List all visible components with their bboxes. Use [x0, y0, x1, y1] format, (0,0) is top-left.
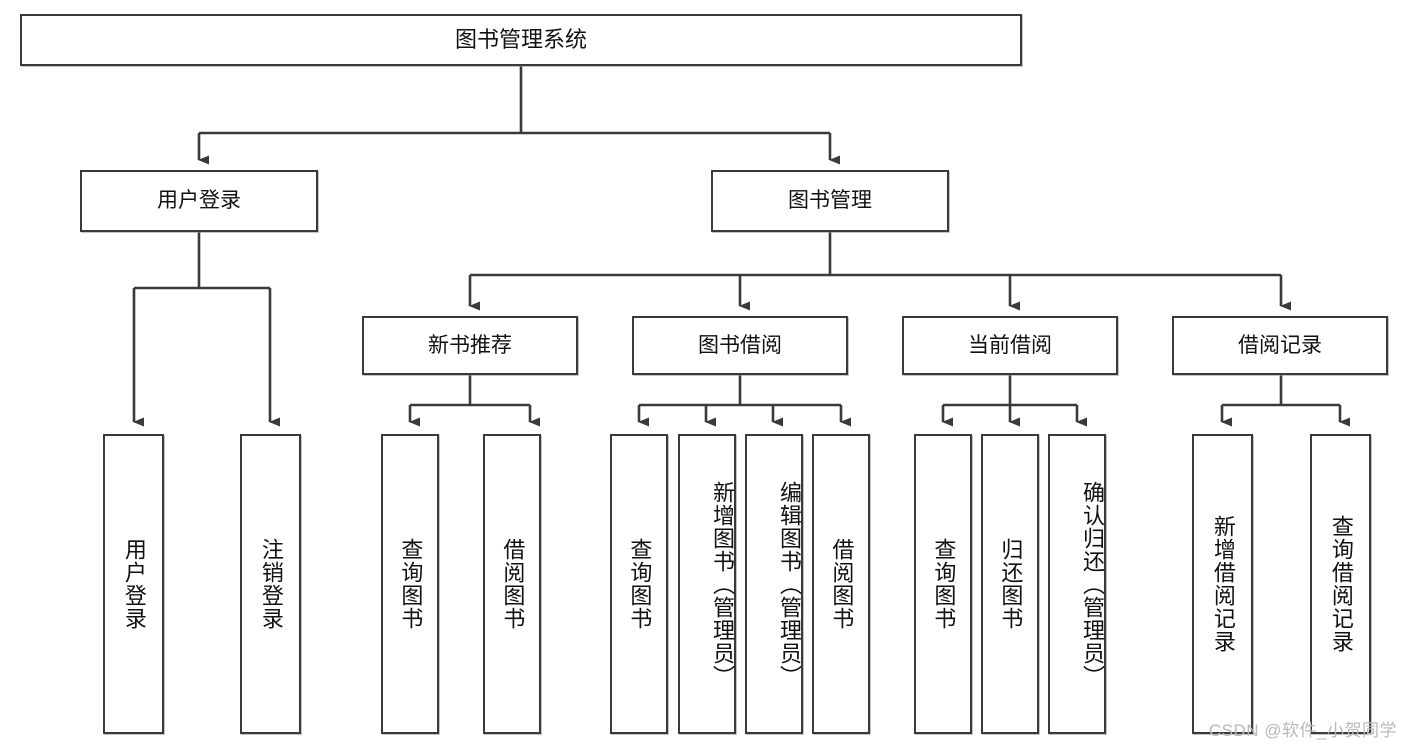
node-borrow-record[interactable]: 借阅记录	[1172, 316, 1388, 375]
node-book-borrow[interactable]: 图书借阅	[632, 316, 848, 375]
leaf-current-borrow-confirm-return-admin[interactable]: 确认归还（管理员）	[1048, 434, 1106, 734]
leaf-borrow-record-query-record[interactable]: 查询借阅记录	[1310, 434, 1371, 734]
leaf-borrow-record-add-record[interactable]: 新增借阅记录	[1192, 434, 1253, 734]
leaf-book-borrow-add-book-admin[interactable]: 新增图书（管理员）	[678, 434, 736, 734]
node-root-system[interactable]: 图书管理系统	[20, 14, 1022, 66]
leaf-book-borrow-borrow-book[interactable]: 借阅图书	[812, 434, 870, 734]
node-book-management[interactable]: 图书管理	[711, 170, 949, 232]
leaf-new-book-borrow-book[interactable]: 借阅图书	[483, 434, 541, 734]
leaf-user-login-login[interactable]: 用户登录	[103, 434, 164, 734]
node-current-borrow[interactable]: 当前借阅	[902, 316, 1118, 375]
leaf-new-book-query-book[interactable]: 查询图书	[381, 434, 439, 734]
leaf-book-borrow-query-book[interactable]: 查询图书	[610, 434, 668, 734]
leaf-user-login-logout[interactable]: 注销登录	[240, 434, 301, 734]
node-user-login[interactable]: 用户登录	[80, 170, 318, 232]
node-new-book-recommend[interactable]: 新书推荐	[362, 316, 578, 375]
watermark: CSDN @软件_小贺同学	[1208, 721, 1397, 740]
leaf-book-borrow-edit-book-admin[interactable]: 编辑图书（管理员）	[745, 434, 803, 734]
leaf-current-borrow-query-book[interactable]: 查询图书	[914, 434, 972, 734]
leaf-current-borrow-return-book[interactable]: 归还图书	[981, 434, 1039, 734]
